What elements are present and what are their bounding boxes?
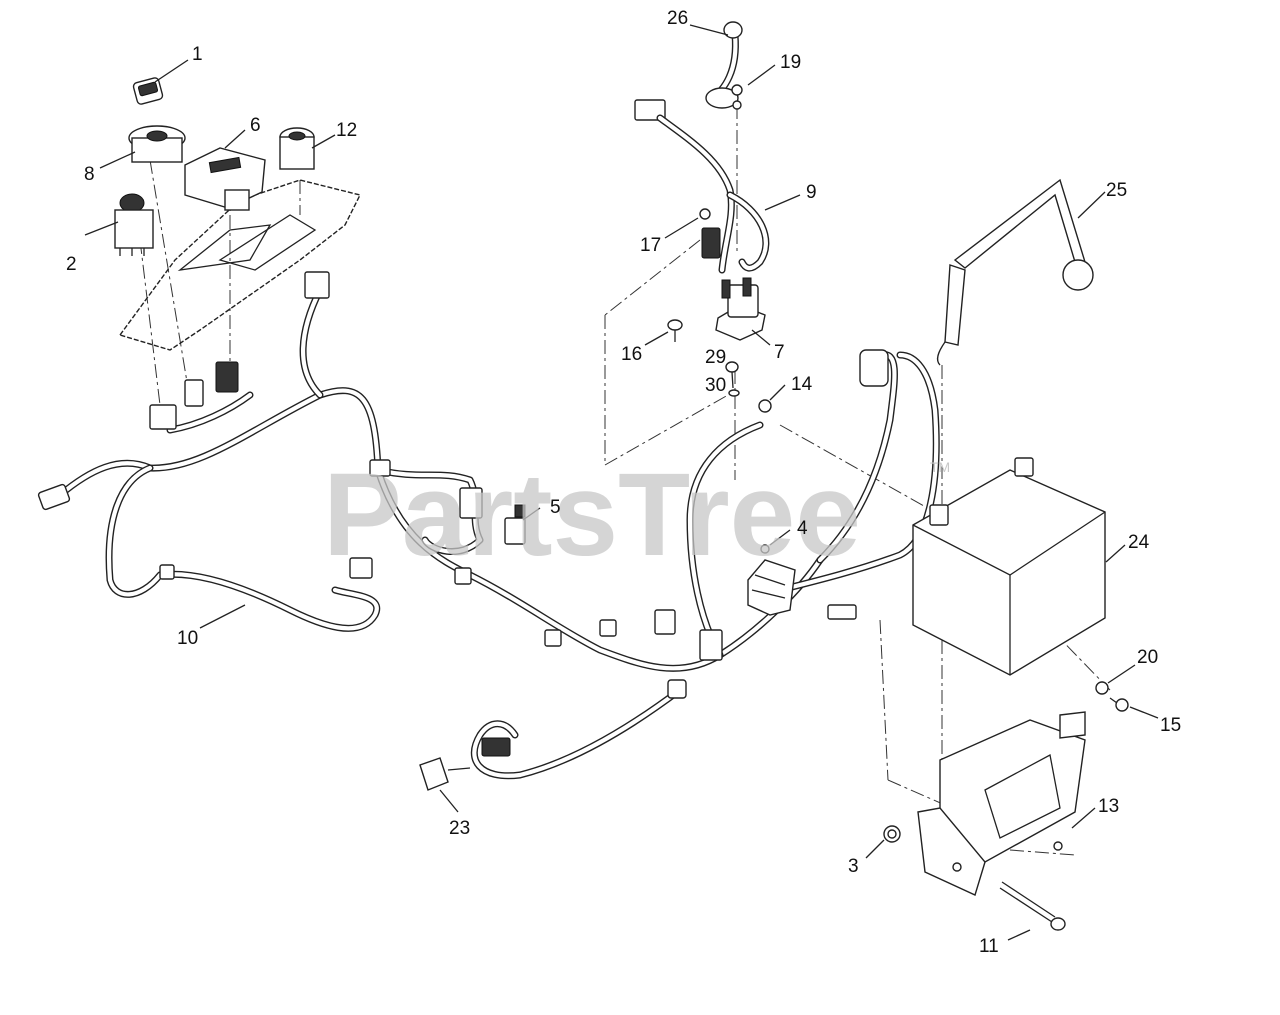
- callout-labels: 1 2 3 4 5 6 7 8 9 10 11 12 13 14 15 16 1…: [66, 8, 1181, 957]
- callout-10: 10: [177, 628, 198, 649]
- callout-2: 2: [66, 254, 77, 275]
- main-wire-harness: [37, 271, 940, 780]
- callout-26: 26: [667, 8, 688, 29]
- callout-16: 16: [621, 344, 642, 365]
- watermark-text: PartsTree: [323, 449, 861, 581]
- leader-lines: [84, 24, 1159, 941]
- callout-13: 13: [1098, 796, 1119, 817]
- callout-6: 6: [250, 115, 261, 136]
- callout-9: 9: [806, 182, 817, 203]
- ignition-key: [132, 77, 164, 105]
- seat-switch: [419, 737, 511, 791]
- callout-4: 4: [797, 518, 808, 539]
- power-outlet: [279, 127, 315, 170]
- callout-19: 19: [780, 52, 801, 73]
- callout-24: 24: [1128, 532, 1150, 553]
- starter-solenoid: [715, 277, 766, 341]
- battery-cable-red: [705, 21, 743, 110]
- starter-relay: [747, 559, 796, 616]
- pto-switch: [114, 193, 154, 256]
- callout-3: 3: [848, 856, 859, 877]
- callout-30: 30: [705, 375, 726, 396]
- callout-20: 20: [1137, 647, 1158, 668]
- callout-23: 23: [449, 818, 470, 839]
- tray-hardware: [883, 681, 1129, 931]
- callout-11: 11: [979, 936, 999, 957]
- relay-module: [504, 504, 526, 545]
- hardware-screws: [667, 319, 772, 554]
- watermark-trademark: TM: [930, 459, 950, 475]
- dash-panel: [118, 179, 362, 351]
- callout-17: 17: [640, 235, 661, 256]
- battery: [912, 457, 1106, 676]
- callout-25: 25: [1106, 180, 1127, 201]
- callout-5: 5: [550, 497, 561, 518]
- callout-15: 15: [1160, 715, 1181, 736]
- solenoid-harness: [634, 99, 770, 274]
- callout-29: 29: [705, 347, 726, 368]
- watermark: PartsTree TM: [323, 449, 950, 581]
- callout-12: 12: [336, 120, 357, 141]
- battery-hold-down-rod: [936, 178, 1094, 366]
- ignition-switch: [128, 125, 186, 163]
- callout-8: 8: [84, 164, 95, 185]
- hour-meter: [184, 147, 266, 211]
- callout-14: 14: [791, 374, 813, 395]
- callout-1: 1: [192, 44, 203, 65]
- callout-7: 7: [774, 342, 785, 363]
- battery-tray: [917, 711, 1086, 896]
